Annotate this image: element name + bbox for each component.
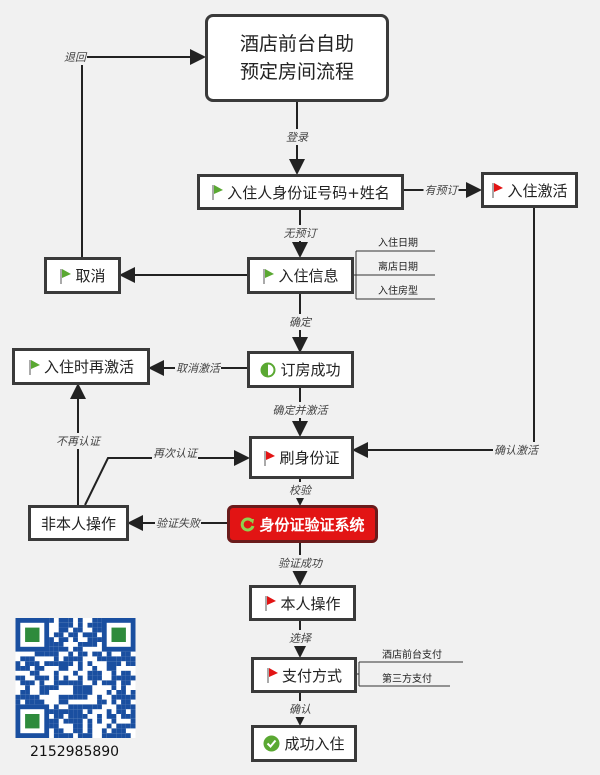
node-cancel[interactable]: 取消 <box>44 257 121 294</box>
half-circle-icon <box>260 362 276 377</box>
green-flag-icon <box>263 268 275 284</box>
payment-option: 第三方支付 <box>382 674 432 685</box>
check-circle-icon <box>263 735 280 752</box>
edge-label: 再次认证 <box>152 445 198 461</box>
qr-number: 2152985890 <box>30 744 120 760</box>
node-info[interactable]: 入住信息 <box>247 257 354 294</box>
edge-label: 有预订 <box>423 182 459 198</box>
red-flag-icon <box>265 596 277 611</box>
title-line1: 酒店前台自助 <box>239 33 354 55</box>
info-option: 入住日期 <box>378 238 418 249</box>
node-self[interactable]: 本人操作 <box>249 585 356 621</box>
edge-label: 退回 <box>63 49 87 65</box>
node-label: 成功入住 <box>284 735 345 753</box>
node-payment[interactable]: 支付方式 <box>251 657 357 693</box>
node-label: 支付方式 <box>281 666 342 685</box>
payment-option: 酒店前台支付 <box>382 650 442 661</box>
node-non-self[interactable]: 非本人操作 <box>28 505 129 541</box>
info-option: 入住房型 <box>378 286 418 297</box>
refresh-icon <box>241 517 255 531</box>
node-label: 入住人身份证号码+姓名 <box>227 183 390 202</box>
edge-label: 确认激活 <box>493 442 539 458</box>
node-id-input[interactable]: 入住人身份证号码+姓名 <box>197 174 404 210</box>
edge-label: 登录 <box>285 129 309 145</box>
node-label: 非本人操作 <box>40 514 116 533</box>
edge-label: 不再认证 <box>55 433 101 449</box>
edge-label: 校验 <box>288 482 312 498</box>
node-label: 订房成功 <box>280 361 341 379</box>
edge-retry <box>84 450 250 506</box>
node-booked[interactable]: 订房成功 <box>247 351 354 388</box>
qr-code <box>15 618 136 738</box>
node-label: 入住信息 <box>278 267 339 285</box>
green-flag-icon <box>60 268 72 284</box>
node-label: 取消 <box>75 267 106 285</box>
node-id-system[interactable]: 身份证验证系统 <box>227 505 378 543</box>
node-reactivate[interactable]: 入住时再激活 <box>12 348 150 385</box>
info-option: 离店日期 <box>378 262 418 273</box>
edge-label: 选择 <box>288 630 312 646</box>
edge-back <box>81 49 206 257</box>
node-label: 本人操作 <box>280 594 341 613</box>
node-label: 刷身份证 <box>279 449 340 467</box>
edge-label: 验证成功 <box>277 555 323 571</box>
red-flag-icon <box>264 450 276 466</box>
node-label: 入住激活 <box>507 181 568 200</box>
red-flag-icon <box>266 668 278 683</box>
green-flag-icon <box>212 185 224 200</box>
edge-label: 确认 <box>288 701 312 717</box>
node-success[interactable]: 成功入住 <box>251 725 357 762</box>
node-label: 入住时再激活 <box>43 358 134 376</box>
node-activate[interactable]: 入住激活 <box>481 172 578 208</box>
title-box: 酒店前台自助 预定房间流程 <box>205 14 389 102</box>
node-swipe[interactable]: 刷身份证 <box>249 436 354 479</box>
green-flag-icon <box>28 359 40 375</box>
node-label: 身份证验证系统 <box>259 515 365 534</box>
title-line2: 预定房间流程 <box>239 61 354 83</box>
edge-label: 验证失败 <box>155 515 201 531</box>
edge-label: 无预订 <box>282 225 318 241</box>
edge-label: 确定 <box>288 314 312 330</box>
edge-label: 确定并激活 <box>271 402 329 418</box>
red-flag-icon <box>492 183 504 198</box>
edge-label: 取消激活 <box>175 360 221 376</box>
